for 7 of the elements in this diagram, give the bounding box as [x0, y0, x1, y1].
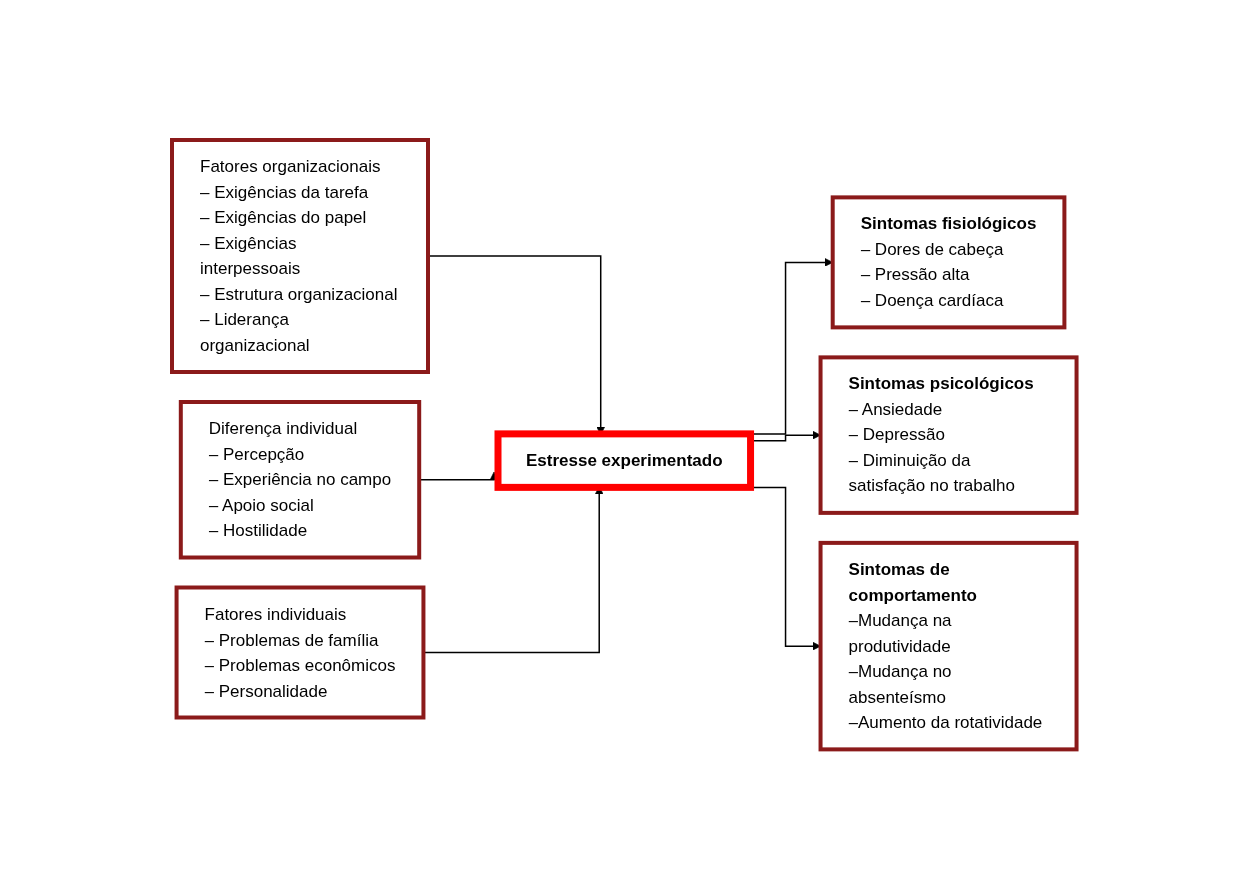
node-box: Diferença individual – Percepção – Experiência no campo – Apoio social – Hostilidade	[179, 400, 422, 560]
node-box: Sintomas psicológicos – Ansiedade – Depressão – Diminuição da satisfação no trabalho	[818, 355, 1079, 516]
node-box: Fatores organizacionais – Exigências da tarefa – Exigências do papel – Exigências interpessoais – Estrutura organizacional – Liderança organizacional	[170, 138, 431, 375]
node-box: Estresse experimentado	[494, 430, 755, 492]
node-box: Fatores individuais – Problemas de família – Problemas econômicos – Personalidade	[174, 585, 426, 720]
node-box: Sintomas de comportamento –Mudança na produtividade –Mudança no absenteísmo –Aumento da rotatividade	[818, 541, 1079, 752]
node-box: Sintomas fisiológicos – Dores de cabeça – Pressão alta – Doença cardíaca	[830, 195, 1067, 330]
